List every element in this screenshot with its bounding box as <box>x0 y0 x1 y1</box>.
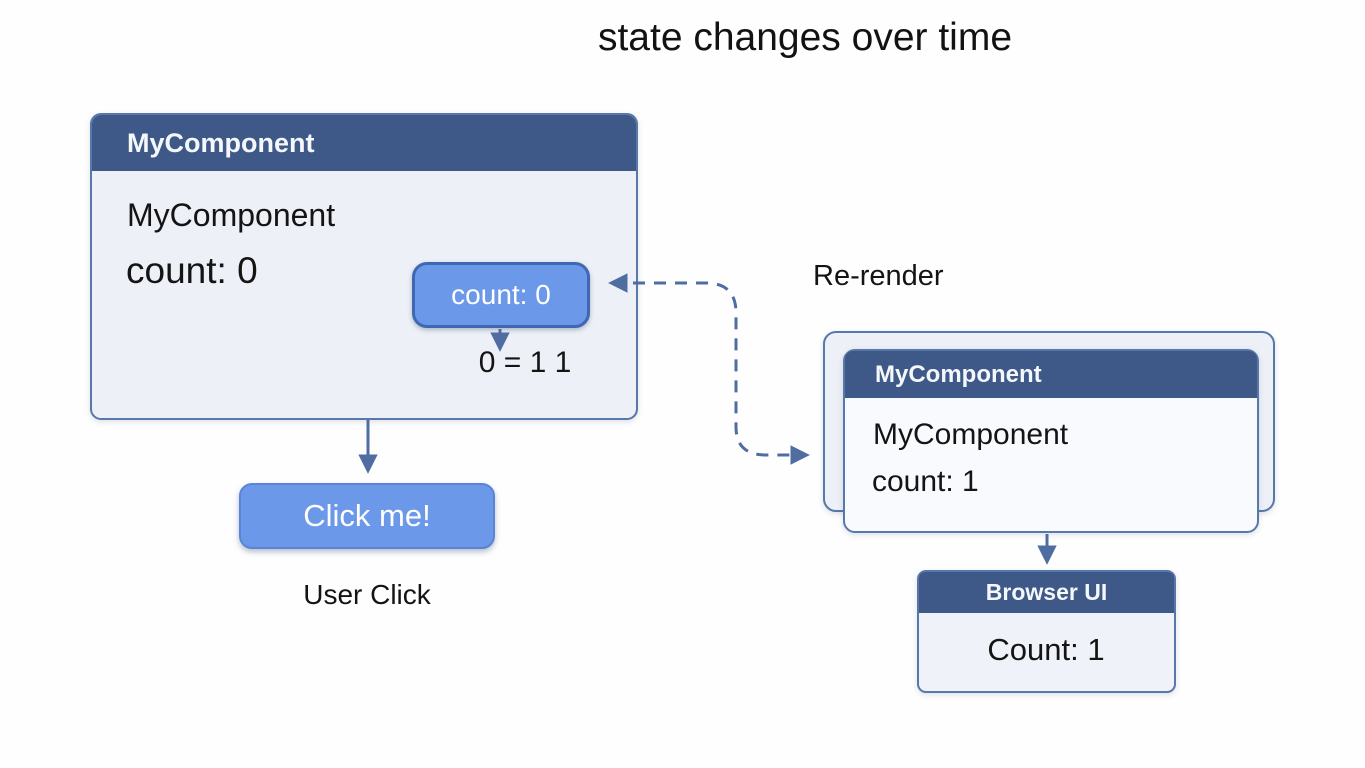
left-component-card-header: MyComponent <box>92 115 636 171</box>
click-me-button-label: Click me! <box>303 498 431 533</box>
user-click-label: User Click <box>303 579 431 610</box>
rerender-front-card: MyComponent <box>843 349 1259 533</box>
arrow-rerender-dashed <box>608 273 810 465</box>
browser-ui-card-title: Browser UI <box>985 579 1108 605</box>
left-card-count-value: count: 0 <box>126 250 258 291</box>
rerender-card-header: MyComponent <box>845 351 1257 398</box>
page-title: state changes over time <box>597 16 1013 59</box>
browser-ui-card: Browser UI <box>917 570 1176 693</box>
state-update-label: 0 = 1 1 <box>478 346 572 379</box>
left-component-card-title: MyComponent <box>127 127 315 158</box>
rerender-count-value: count: 1 <box>872 465 979 498</box>
state-chip-label: count: 0 <box>451 279 551 310</box>
browser-count-value: Count: 1 <box>987 632 1105 667</box>
rerender-card-title: MyComponent <box>875 360 1042 388</box>
rerender-component-name: MyComponent <box>873 418 1069 451</box>
click-me-button[interactable]: Click me! <box>239 483 495 549</box>
state-chip-button[interactable]: count: 0 <box>412 262 590 328</box>
browser-ui-card-header: Browser UI <box>919 572 1174 613</box>
re-render-label: Re-render <box>813 260 944 292</box>
left-card-component-name: MyComponent <box>127 197 336 233</box>
